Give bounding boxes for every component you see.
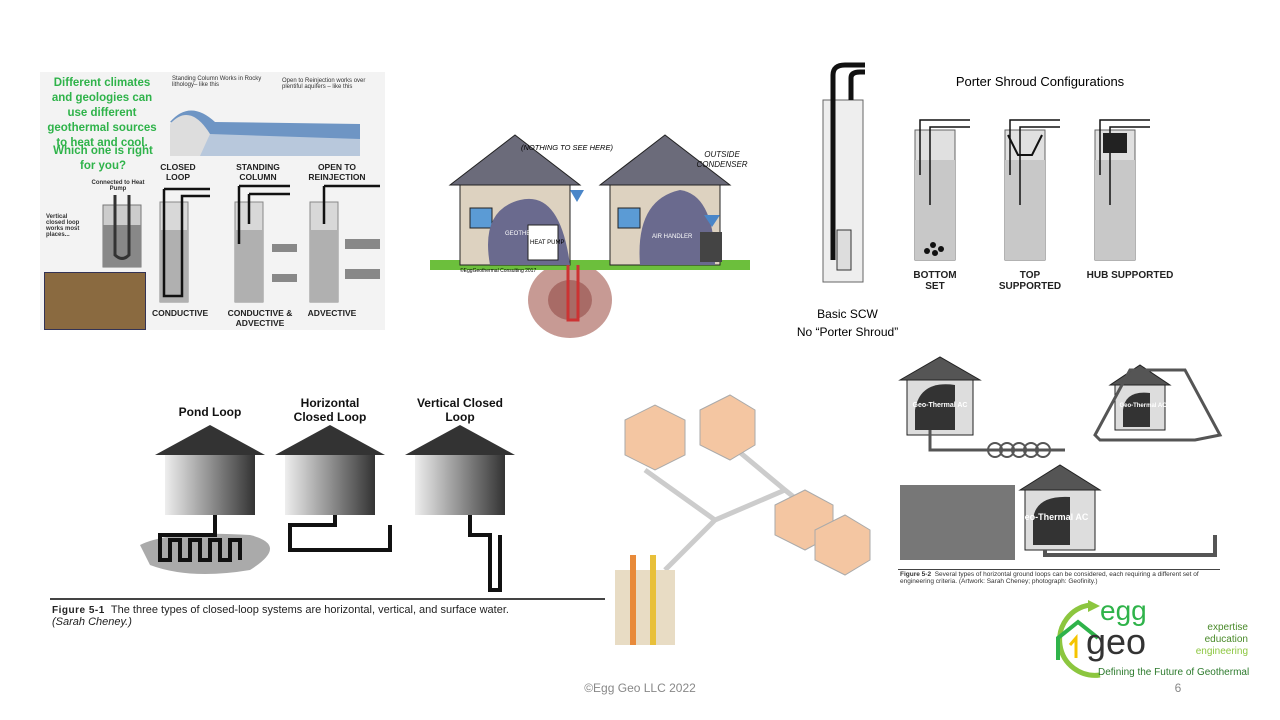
house-label: Geo-Thermal AC [1018, 512, 1089, 522]
house-label: Geo-Thermal AC [913, 402, 968, 409]
config-label: TOP SUPPORTED [998, 270, 1062, 292]
pond-loop-label: Pond Loop [178, 405, 242, 419]
logo-egg: egg [1100, 595, 1147, 626]
headline: Different climates and geologies can use… [47, 77, 157, 149]
column-diagrams [159, 184, 380, 303]
porter-configs [914, 119, 1150, 261]
scw-line1: Basic SCW [817, 307, 878, 321]
horizontal-loops-diagram: Geo-Thermal AC Geo-Thermal AC Geo-Therma… [898, 356, 1223, 560]
vertical-loop-diagram [102, 195, 142, 268]
logo-geo: geo [1086, 621, 1147, 662]
tagline: education [1204, 634, 1248, 645]
heat-pump-label: HEAT PUMP [530, 240, 564, 246]
egg-geo-logo: egg geo expertise education engineering … [1040, 595, 1255, 680]
tagline: engineering [1195, 646, 1248, 657]
col-title: OPEN TO REINJECTION [308, 162, 366, 182]
col-footer: CONDUCTIVE & ADVECTIVE [227, 308, 293, 328]
col-title: STANDING COLUMN [236, 162, 280, 182]
porter-title: Porter Shroud Configurations [955, 74, 1125, 89]
basic-scw-diagram [822, 62, 865, 283]
question: Which one is right for you? [53, 145, 153, 172]
geothermal-label: GEOTHERMAL [505, 231, 548, 237]
note-left: Standing Column Works in Rocky lithology… [172, 76, 262, 88]
config-label: BOTTOM SET [913, 270, 957, 292]
connected-label: Connected to Heat Pump [91, 180, 145, 192]
figure51-caption: Figure 5-1 The three types of closed-loo… [52, 604, 509, 628]
geology-cross-section [170, 110, 360, 156]
isometric-piping-diagram [615, 394, 871, 645]
scw-line2: No “Porter Shroud” [796, 325, 899, 339]
logo-arrow-house [1056, 600, 1101, 678]
tagline: expertise [1207, 622, 1248, 633]
col-footer: ADVECTIVE [307, 308, 357, 318]
logo-slogan: Defining the Future of Geothermal [1098, 667, 1250, 678]
copyright: ©Egg Geo LLC 2022 [584, 681, 696, 695]
closed-loop-houses [140, 425, 515, 592]
houses-illustration: (NOTHING TO SEE HERE) GEOTHERMAL HEAT PU… [430, 134, 750, 338]
air-handler-label: AIR HANDLER [652, 234, 693, 240]
horizontal-loop-label: Horizontal Closed Loop [293, 396, 367, 424]
bubble-left: (NOTHING TO SEE HERE) [521, 143, 613, 152]
config-label: HUB SUPPORTED [1086, 270, 1174, 281]
bubble-right: OUTSIDE CONDENSER [696, 150, 748, 169]
climates-infographic: Different climates and geologies can use… [40, 72, 385, 330]
note-right: Open to Reinjection works over plentiful… [282, 78, 366, 90]
vertical-note: Vertical closed loop works most places..… [46, 214, 80, 238]
borehole-photo [44, 272, 146, 330]
house-label: Geo-Thermal AC [1119, 403, 1167, 409]
vertical-loop-label: Vertical Closed Loop [416, 396, 504, 424]
credit: ©EggGeothermal Consulting 2017 [460, 267, 536, 274]
figure52-caption: Figure 5-2 Several types of horizontal g… [900, 571, 1199, 585]
col-footer: CONDUCTIVE [152, 308, 209, 318]
col-title: CLOSED LOOP [160, 162, 196, 182]
page-number: 6 [1174, 681, 1182, 695]
